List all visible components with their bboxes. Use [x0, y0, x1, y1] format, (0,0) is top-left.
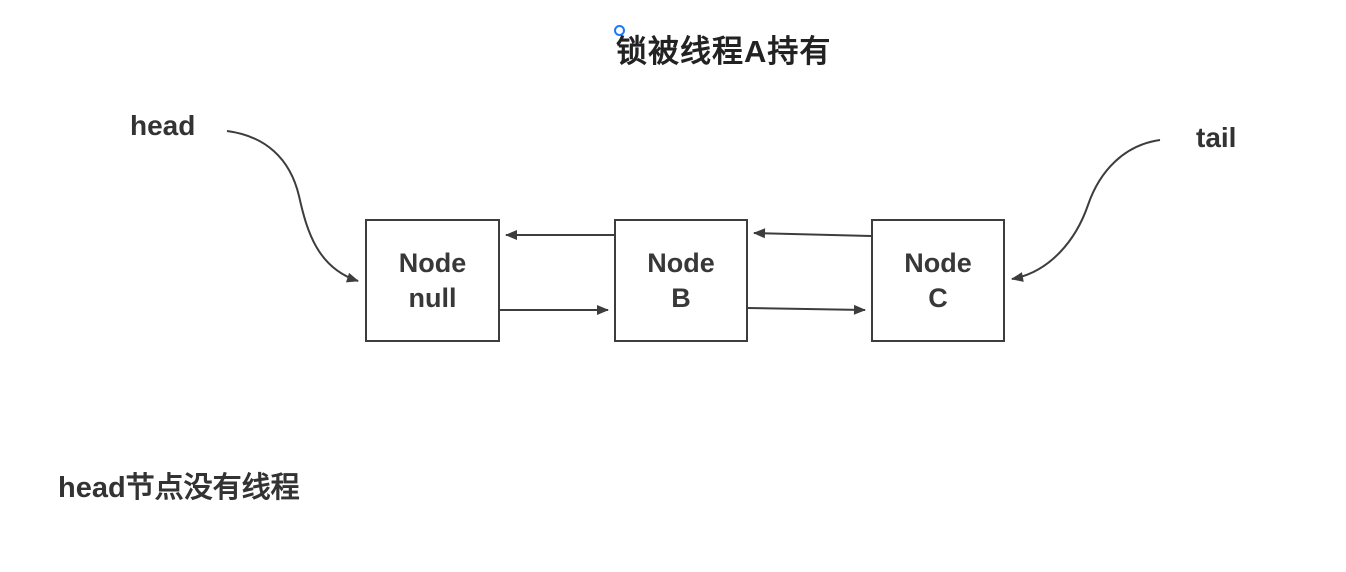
- head-pointer-arrow[interactable]: [226, 130, 359, 283]
- next-arrow-b-to-c[interactable]: [747, 304, 866, 315]
- node-c-box[interactable]: Node C: [871, 219, 1005, 342]
- diagram-title[interactable]: 锁被线程A持有: [616, 34, 832, 69]
- head-label[interactable]: head: [130, 110, 196, 141]
- node-b-box[interactable]: Node B: [614, 219, 748, 342]
- node-null-box[interactable]: Node null: [365, 219, 500, 342]
- node-null-line2: null: [408, 282, 457, 313]
- node-null-line1: Node: [398, 247, 467, 278]
- selection-handle-icon[interactable]: [614, 25, 625, 36]
- node-b-line2: B: [671, 282, 691, 313]
- prev-arrow-c-to-b[interactable]: [753, 228, 872, 239]
- node-b-line1: Node: [647, 247, 715, 278]
- node-c-line1: Node: [904, 247, 972, 278]
- node-c-line2: C: [928, 282, 948, 313]
- caption-text[interactable]: head节点没有线程: [58, 472, 300, 504]
- tail-label[interactable]: tail: [1196, 122, 1237, 153]
- tail-pointer-arrow[interactable]: [1011, 139, 1161, 282]
